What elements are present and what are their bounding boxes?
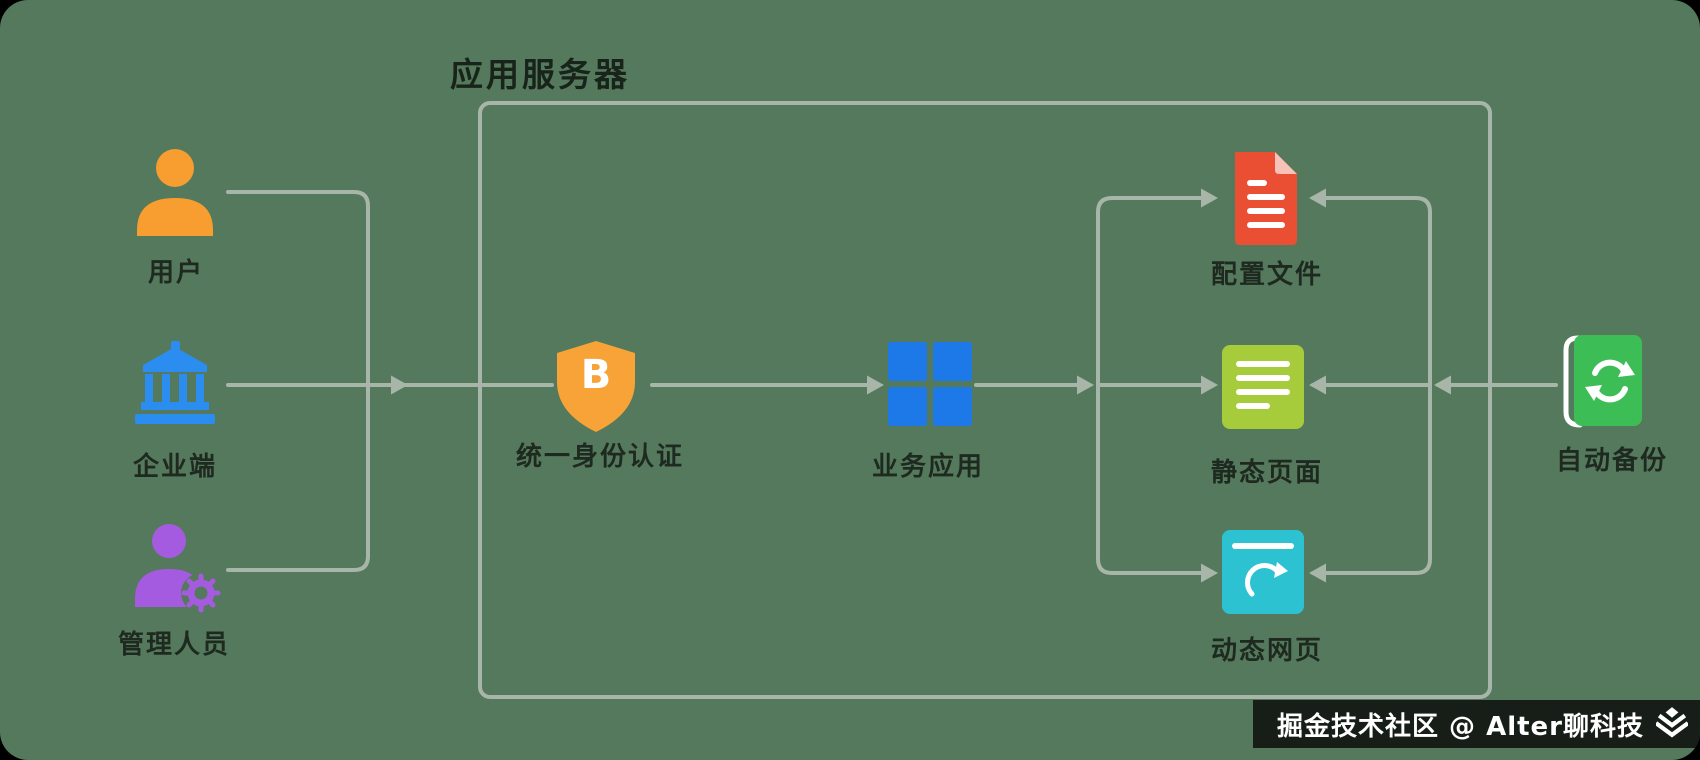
juejin-logo-icon [1654, 706, 1690, 742]
static-label: 静态页面 [1210, 458, 1324, 488]
backup-label: 自动备份 [1555, 446, 1669, 476]
shield-auth-icon [546, 338, 646, 439]
server-box-title: 应用服务器 [450, 55, 630, 94]
user-icon [133, 146, 217, 242]
arrowheads [391, 188, 1451, 583]
actor-admin-label: 管理人员 [117, 630, 231, 660]
document-icon [1225, 150, 1305, 251]
server-box-border [478, 101, 1492, 699]
bank-icon [131, 341, 219, 433]
dynamic-label: 动态网页 [1210, 636, 1324, 666]
page-icon [1222, 345, 1304, 433]
app-label: 业务应用 [871, 452, 985, 482]
admin-gear-icon [131, 521, 225, 619]
app-grid-icon [888, 342, 972, 430]
shield-badge-letter: B [580, 352, 612, 398]
actor-enterprise-label: 企业端 [132, 452, 218, 482]
watermark-bar: 掘金技术社区 @ Alter聊科技 [1252, 700, 1700, 748]
files-label: 配置文件 [1210, 260, 1324, 290]
watermark-text: 掘金技术社区 @ Alter聊科技 [1276, 711, 1644, 742]
actor-user-label: 用户 [147, 258, 205, 288]
auth-label: 统一身份认证 [515, 442, 685, 472]
book-sync-icon [1558, 333, 1644, 434]
browser-window-icon [1222, 530, 1304, 618]
